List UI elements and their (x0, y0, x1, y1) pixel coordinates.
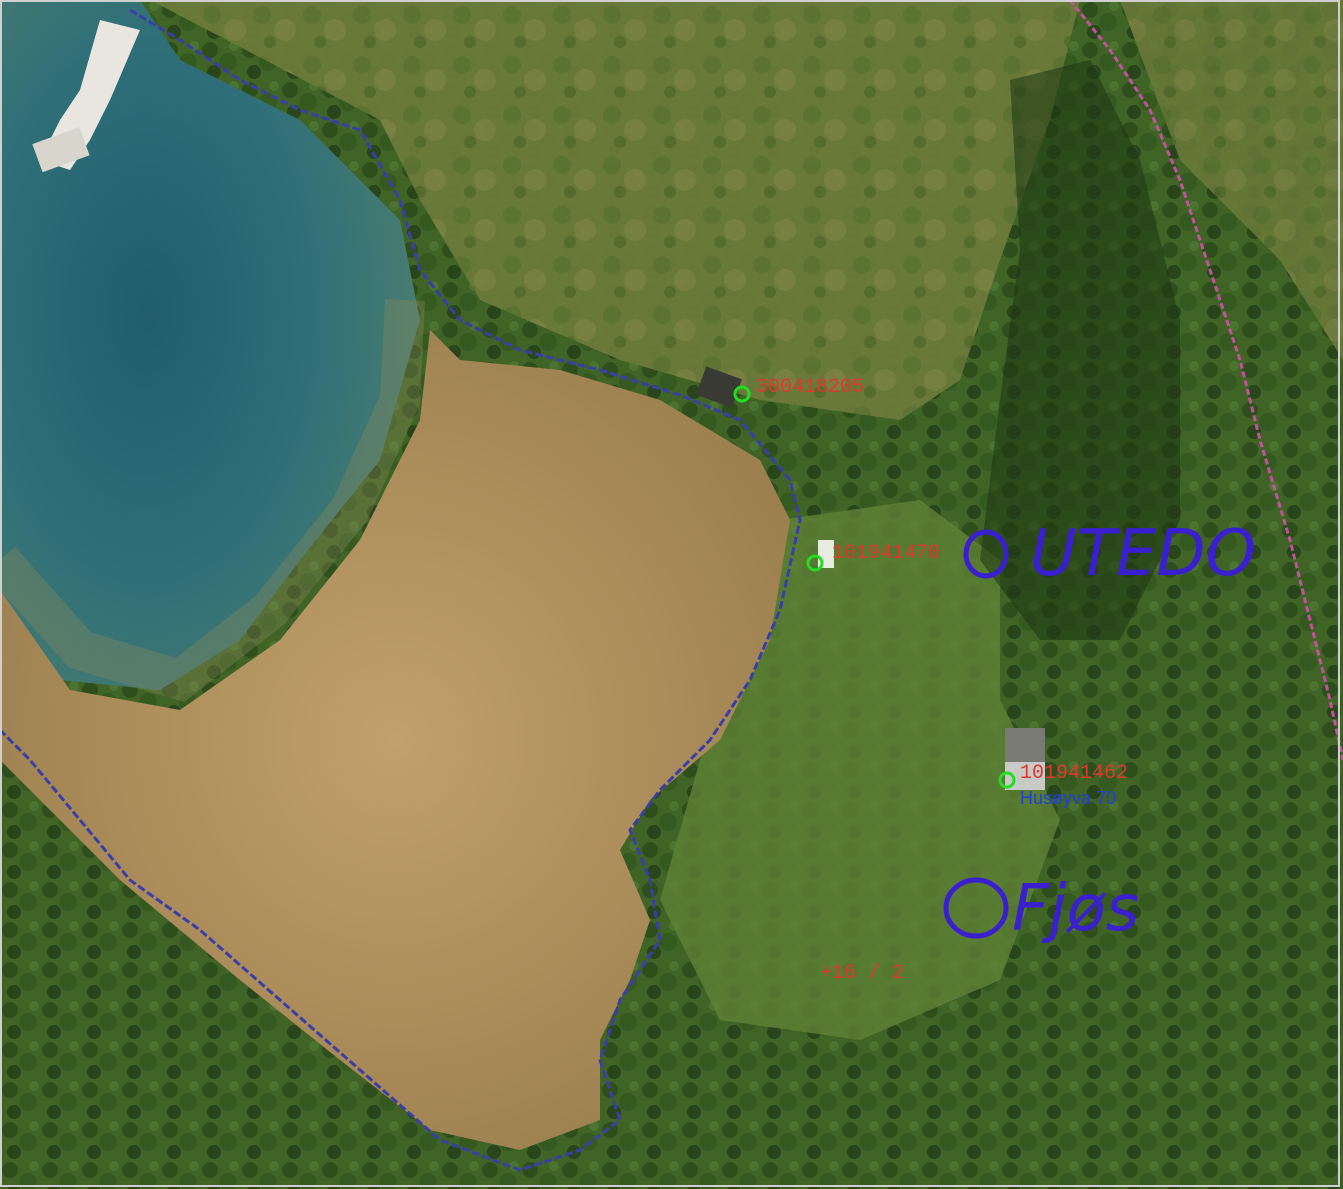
building-a-number: 300418205 (756, 376, 864, 399)
building-b[interactable]: 101941470 (806, 540, 940, 572)
property-boundary-pink (1068, 0, 1343, 761)
tidal-flat (0, 330, 790, 1150)
forest-shadow (980, 60, 1180, 640)
fjos-circle (943, 877, 1009, 939)
utedo-circle (963, 529, 1009, 579)
building-a-marker (733, 385, 751, 403)
upper-meadow (150, 0, 1080, 420)
building-c-address: Husøyva 70 (1020, 788, 1116, 808)
building-c-marker (998, 771, 1016, 789)
central-clearing (660, 500, 1060, 1040)
utedo-annotation: UTEDO (963, 517, 1256, 591)
pier (32, 20, 140, 173)
building-c[interactable]: 101941462 Husøyva 70 (998, 728, 1128, 808)
fjos-label: Fjøs (1012, 872, 1139, 946)
fjos-annotation: Fjøs (943, 872, 1139, 946)
building-b-number: 101941470 (832, 542, 940, 565)
building-b-marker (806, 554, 824, 572)
property-boundary-blue (0, 8, 802, 1172)
shallow-water-edge (0, 299, 425, 703)
water-bay (0, 0, 420, 690)
utedo-label: UTEDO (1030, 517, 1256, 591)
parcel-label: +16 / 2 (820, 962, 904, 985)
building-a[interactable]: 300418205 (696, 366, 864, 408)
upper-right-meadow (1120, 0, 1343, 360)
building-c-number: 101941462 (1020, 762, 1128, 785)
